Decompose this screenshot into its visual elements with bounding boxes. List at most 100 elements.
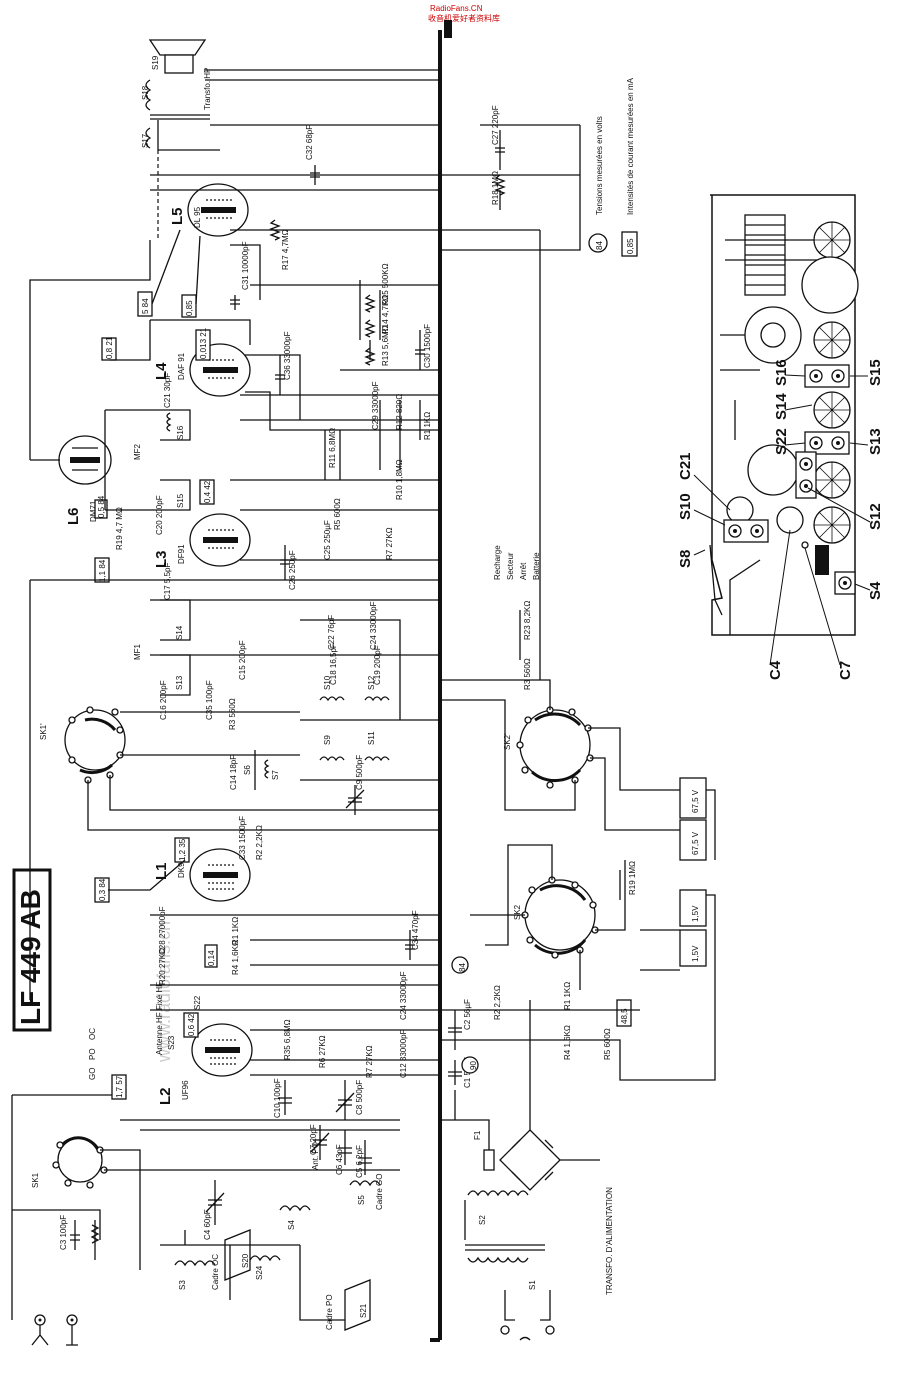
battery-15-b (679, 929, 707, 967)
band-label-po: PO (88, 1048, 97, 1060)
bus-terminal (444, 20, 452, 38)
battery-675-b-label: 67,5 V (691, 831, 700, 855)
c33-label: C34 470pF (411, 910, 420, 950)
mf1-label: MF1 (133, 643, 142, 660)
band-label-go: GO (88, 1068, 97, 1080)
tube-l5-type: DL 95 (193, 206, 202, 228)
chassis-layout: C21 S10 S8 S16 S15 S14 S13 S22 S12 S4 C4… (677, 194, 884, 680)
legend-volt-symbol (588, 233, 608, 253)
layout-c7: C7 (837, 661, 854, 680)
switch-sk2-prime: SK2' (440, 679, 700, 831)
layout-s22: S22 (773, 428, 790, 455)
c9-label: C9 500pF (355, 755, 364, 790)
sk2-label: SK2 (513, 904, 522, 920)
s18-label: S18 (141, 85, 150, 100)
c3-label: C3 100pF (59, 1215, 68, 1250)
r26-label: R20 27KΩ (158, 948, 167, 985)
s24-label: S24 (255, 1265, 264, 1280)
layout-s13: S13 (867, 428, 884, 455)
s17-label: S17 (141, 133, 150, 148)
c2-label: C2 56µF (463, 999, 472, 1030)
tube-l3: L3 DF91 (153, 513, 251, 568)
meas-12-35: 1,2 35 (178, 838, 187, 861)
tube-l2-type: UF96 (181, 1080, 190, 1100)
s12-label: S12 (367, 675, 376, 690)
header-site-sub: 收音机爱好者资料库 (428, 13, 500, 23)
legend-volt-text: Tensions mesurées en volts (595, 116, 604, 215)
cadre-oc: S20 Cadre OC (211, 1229, 251, 1290)
switch-sk2: SK2 (470, 844, 626, 990)
r7-label: R2 2,2KΩ (255, 825, 264, 860)
layout-s16: S16 (773, 359, 790, 386)
r17-label: R13 5,6MΩ (381, 325, 390, 366)
s19-label: S19 (151, 55, 160, 70)
meas-0013-21: 0,013 21 (199, 327, 208, 359)
c30-label: C31 10000pF (241, 241, 250, 290)
c7-label: C7 20pF (309, 1124, 318, 1155)
tube-l3-id: L3 (153, 550, 170, 568)
coils-frontend: S3 S24 S4 S5 Ant. PO Cadre GO (120, 1119, 400, 1321)
tube-l5-id: L5 (169, 207, 186, 225)
tube-l2-id: L2 (157, 1087, 174, 1105)
meas-06-42: 0,6 42 (187, 1013, 196, 1036)
legend-ma-symbol (621, 231, 638, 257)
layout-c21: C21 (677, 452, 694, 480)
frontend-caps: C4 60pF C7 20pF C6 43pF C5 6,2pF C8 500p… (203, 1078, 372, 1240)
cadre-po-label: Cadre PO (325, 1294, 334, 1330)
tube-l5: L5 DL 95 (169, 183, 249, 237)
battery-15-a (679, 889, 707, 927)
measurements-l5: 5 84 0,85 (137, 229, 201, 318)
meas-085: 0,85 (185, 300, 194, 316)
r16-label: R12 820Ω (395, 394, 404, 430)
layout-s12: S12 (867, 503, 884, 530)
s3-label: S3 (178, 1280, 187, 1290)
s7-label: S7 (271, 770, 280, 780)
r13-label: R7 27KΩ (385, 527, 394, 560)
r19-1m-label: R15 500KΩ (381, 263, 390, 305)
l5-network: C31 10000pF R17 4,7MΩ R15 500KΩ R14 4,7K… (230, 219, 541, 680)
ant-po-label: Ant. PO (311, 1142, 320, 1170)
switch-sk1-prime: SK1' (39, 706, 440, 831)
tube-l6: L6 DM71 (29, 240, 151, 525)
s16-label: S16 (176, 425, 185, 440)
power-supply: S2 S1 TRANSFO. D'ALIMENTATION F1 (440, 1000, 614, 1341)
c15-label: C16 200pF (159, 680, 168, 720)
filter-network: C2 56µF C1 50µF 90 84 R2 2,2KΩ R1 1KΩ R4… (440, 956, 716, 1120)
r2-label: R2 2,2KΩ (493, 985, 502, 1020)
tube-l1-id: L1 (153, 862, 170, 880)
tube-l2: L2 UF96 (157, 1023, 253, 1105)
s5-label: S5 (357, 1195, 366, 1205)
cadre-po: S21 Cadre PO (325, 1279, 371, 1331)
watermark: www.radiofans.cn (154, 921, 174, 1063)
battery-675-a-label: 67,5 V (691, 789, 700, 813)
meas-03-84: 0,3 84 (98, 878, 107, 901)
c20-label: C21 30pF (163, 373, 172, 408)
sk1p-label: SK1' (39, 723, 48, 740)
r24-label: R35 6,8MΩ (283, 1019, 292, 1060)
r5-label: R5 600Ω (603, 1028, 612, 1060)
header-site: RadioFans.CN (430, 4, 483, 13)
r1-label: R1 1KΩ (563, 982, 572, 1010)
meas-90: 90 (469, 1061, 478, 1070)
band-labels: GO PO OC (88, 1028, 97, 1080)
model-box (12, 868, 52, 1032)
s22-label: S22 (193, 995, 202, 1010)
switch-sk1: SK1 (11, 1094, 155, 1320)
c35-label: C36 33000pF (283, 331, 292, 380)
tube-l3-type: DF91 (177, 544, 186, 564)
legend-ma-sym-text: 0,85 (626, 238, 635, 254)
tube-l4-type: DAF 91 (177, 352, 186, 380)
batteries: 67,5 V 67,5 V 1,5V 1,5V (640, 777, 716, 971)
s14-label: S14 (175, 625, 184, 640)
c25-label: C26 250pF (288, 550, 297, 590)
c3-r19: C3 100pF (59, 1215, 100, 1260)
mode-batterie: Batterie (532, 552, 541, 580)
meas-014: 0,14 (207, 950, 216, 966)
cadre-go-label: Cadre GO (375, 1174, 384, 1210)
meas-08-21: 0,8 21 (105, 336, 114, 359)
meas-5-84: 5 84 (141, 298, 150, 314)
meas-04-42: 0,4 42 (203, 480, 212, 503)
l3-network: R11 6,8MΩ C29 33000pF R12 820Ω R1 1KΩ R1… (230, 381, 440, 590)
c13-label: C14 18pF (229, 755, 238, 790)
c10-label: C10 100pF (273, 1078, 282, 1118)
